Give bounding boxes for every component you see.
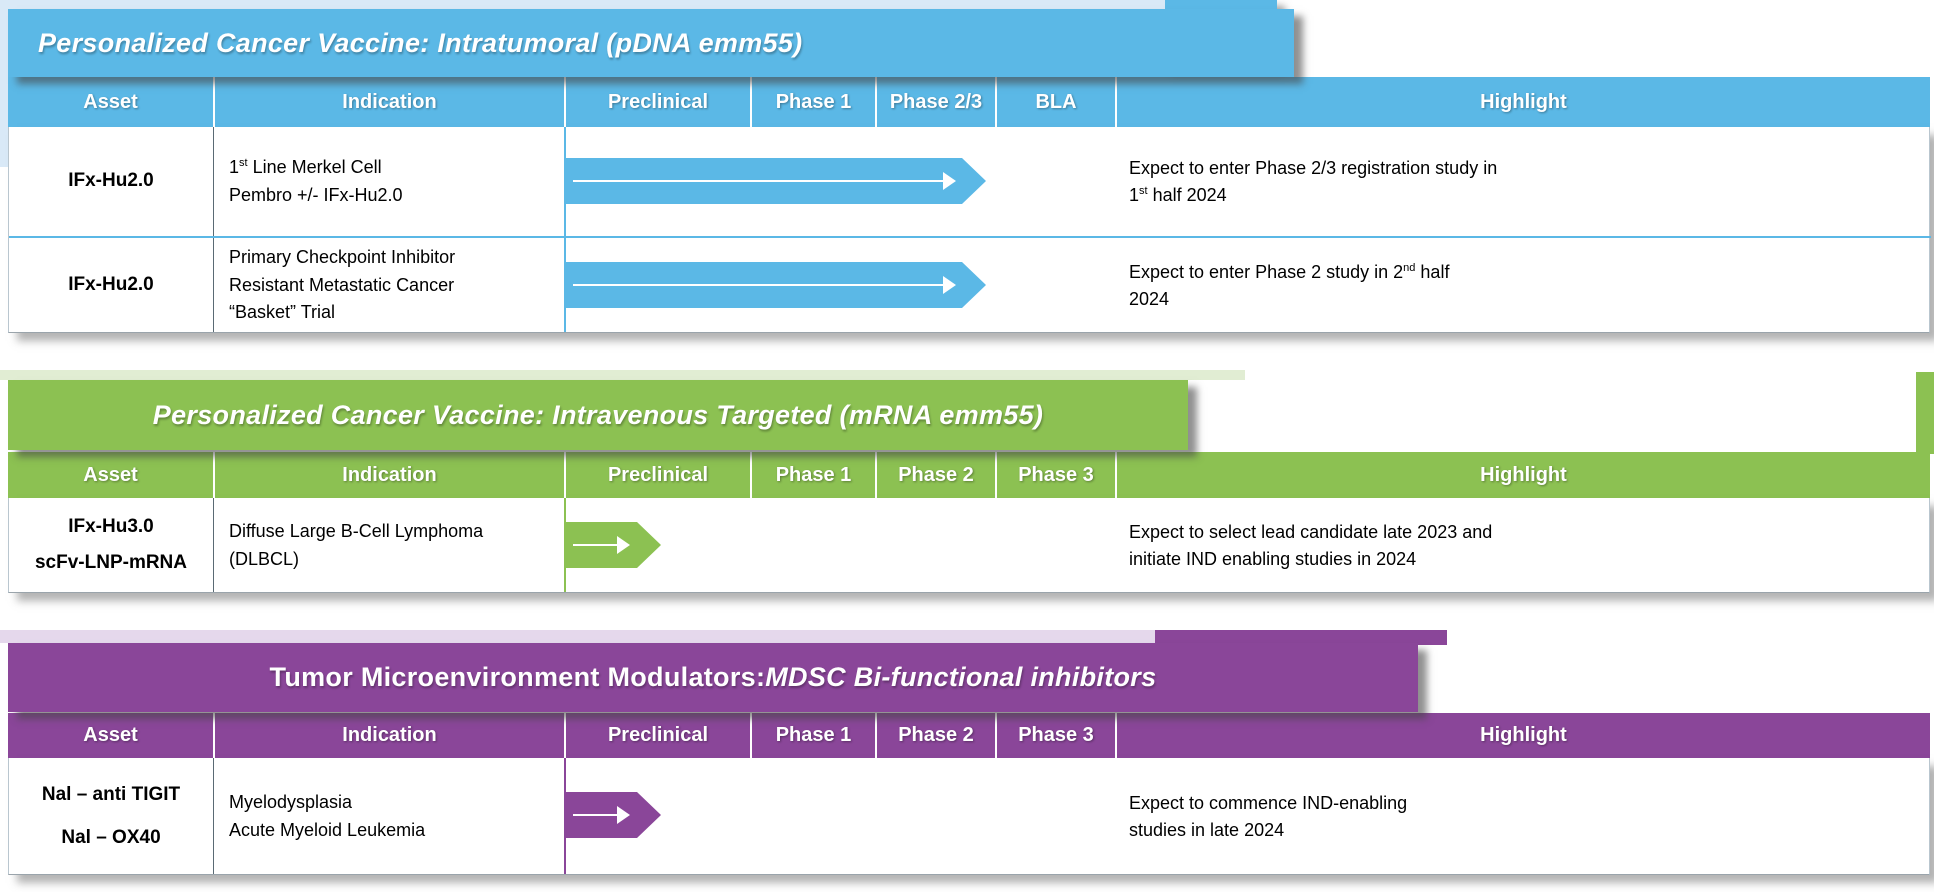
column-header-phase2: Phase 2 [875,452,995,498]
progress-arrow-phase23 [565,158,986,204]
column-header-asset: Asset [83,724,138,746]
divider-indication-chart [564,127,566,332]
section-title-italic: Personalized Cancer Vaccine: Intratumora… [38,27,803,58]
asset-cell: IFx-Hu2.0 [68,274,154,296]
column-header-preclinical: Preclinical [564,713,750,758]
arrow-shaft [573,544,619,546]
asset-cell: IFx-Hu2.0 [68,170,154,192]
column-header-indication: Indication [213,77,564,127]
divider-asset-indication [213,498,214,592]
column-header-bla: BLA [995,77,1115,127]
table-header-tme: Asset Indication Preclinical Phase 1 Pha… [8,713,1930,758]
blue-pale-backdrop-left [0,9,8,167]
progress-arrow-preclinical [565,522,661,568]
column-header-phase1: Phase 1 [750,713,875,758]
column-header-phase1: Phase 1 [750,452,875,498]
column-header-phase23: Phase 2/3 [875,77,995,127]
column-header-highlight: Highlight [1115,452,1930,498]
progress-arrow-preclinical [565,792,661,838]
section-title-italic: Personalized Cancer Vaccine: Intravenous… [152,399,1044,430]
column-header-phase3: Phase 3 [995,713,1115,758]
column-header-phase3: Phase 3 [995,452,1115,498]
table-header-intravenous: Asset Indication Preclinical Phase 1 Pha… [8,452,1930,498]
section-title-intratumoral: Personalized Cancer Vaccine: Intratumora… [8,9,1294,77]
column-header-phase1: Phase 1 [750,77,875,127]
arrow-shaft [573,814,619,816]
highlight-cell: Expect to enter Phase 2 study in 2nd hal… [1129,261,1450,309]
row-divider [9,236,1931,238]
column-header-indication: Indication [213,713,564,758]
arrow-head-icon [943,276,956,294]
column-header-indication: Indication [213,452,564,498]
table-header-intratumoral: Asset Indication Preclinical Phase 1 Pha… [8,77,1930,127]
arrow-head-icon [617,536,630,554]
green-backdrop-block [1916,372,1934,454]
column-header-phase2: Phase 2 [875,713,995,758]
column-header-asset: Asset [83,463,138,486]
section-title-tme-modulators: Tumor Microenvironment Modulators: MDSC … [8,643,1418,712]
green-pale-backdrop-top [0,370,1245,380]
section-title-plain: Tumor Microenvironment Modulators: [269,662,766,692]
highlight-cell: Expect to enter Phase 2/3 registration s… [1129,157,1498,205]
section-title-intravenous: Personalized Cancer Vaccine: Intravenous… [8,380,1188,450]
arrow-head-icon [617,806,630,824]
column-header-highlight: Highlight [1115,77,1930,127]
column-header-asset: Asset [83,90,138,113]
divider-asset-indication [213,127,214,332]
arrow-shaft [573,284,945,286]
section-title-italic: MDSC Bi-functional inhibitors [765,662,1157,692]
progress-arrow-phase23 [565,262,986,308]
purple-backdrop-block [1155,630,1447,645]
purple-pale-backdrop-top [0,630,1155,643]
blue-pale-backdrop-top [0,0,1245,9]
column-header-highlight: Highlight [1115,713,1930,758]
arrow-head-icon [943,172,956,190]
arrow-shaft [573,180,945,182]
column-header-preclinical: Preclinical [564,452,750,498]
indication-cell: Diffuse Large B-Cell Lymphoma(DLBCL) [229,520,484,569]
highlight-cell: Expect to select lead candidate late 202… [1129,521,1493,569]
column-header-preclinical: Preclinical [564,77,750,127]
divider-asset-indication [213,758,214,874]
